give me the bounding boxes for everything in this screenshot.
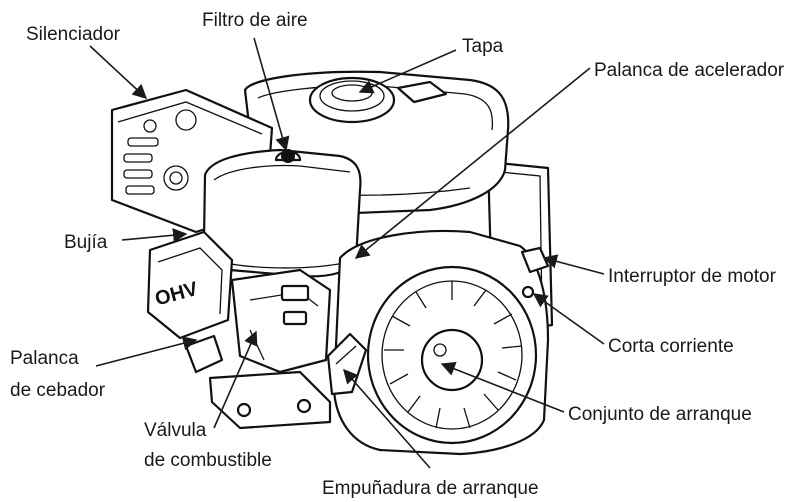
label-palanca-de-cebador-line1: Palanca (10, 348, 79, 369)
label-valvula-de-combustible-line2: de combustible (144, 450, 272, 471)
leader-lines (89, 37, 605, 469)
label-conjunto-de-arranque: Conjunto de arranque (568, 404, 752, 425)
label-interruptor-de-motor: Interruptor de motor (608, 266, 777, 287)
label-bujia: Bujía (64, 232, 108, 253)
label-empunadura-de-arranque: Empuñadura de arranque (322, 478, 539, 499)
label-valvula-de-combustible-line1: Válvula (144, 420, 207, 441)
label-palanca-de-acelerador: Palanca de acelerador (594, 60, 785, 81)
labels: Silenciador Filtro de aire Tapa Palanca … (10, 10, 785, 499)
engine-illustration: OHV (110, 70, 554, 456)
label-corta-corriente: Corta corriente (608, 336, 734, 357)
label-filtro-de-aire: Filtro de aire (202, 10, 308, 31)
label-tapa: Tapa (462, 36, 504, 57)
label-palanca-de-cebador-line2: de cebador (10, 380, 106, 401)
label-silenciador: Silenciador (26, 24, 121, 45)
